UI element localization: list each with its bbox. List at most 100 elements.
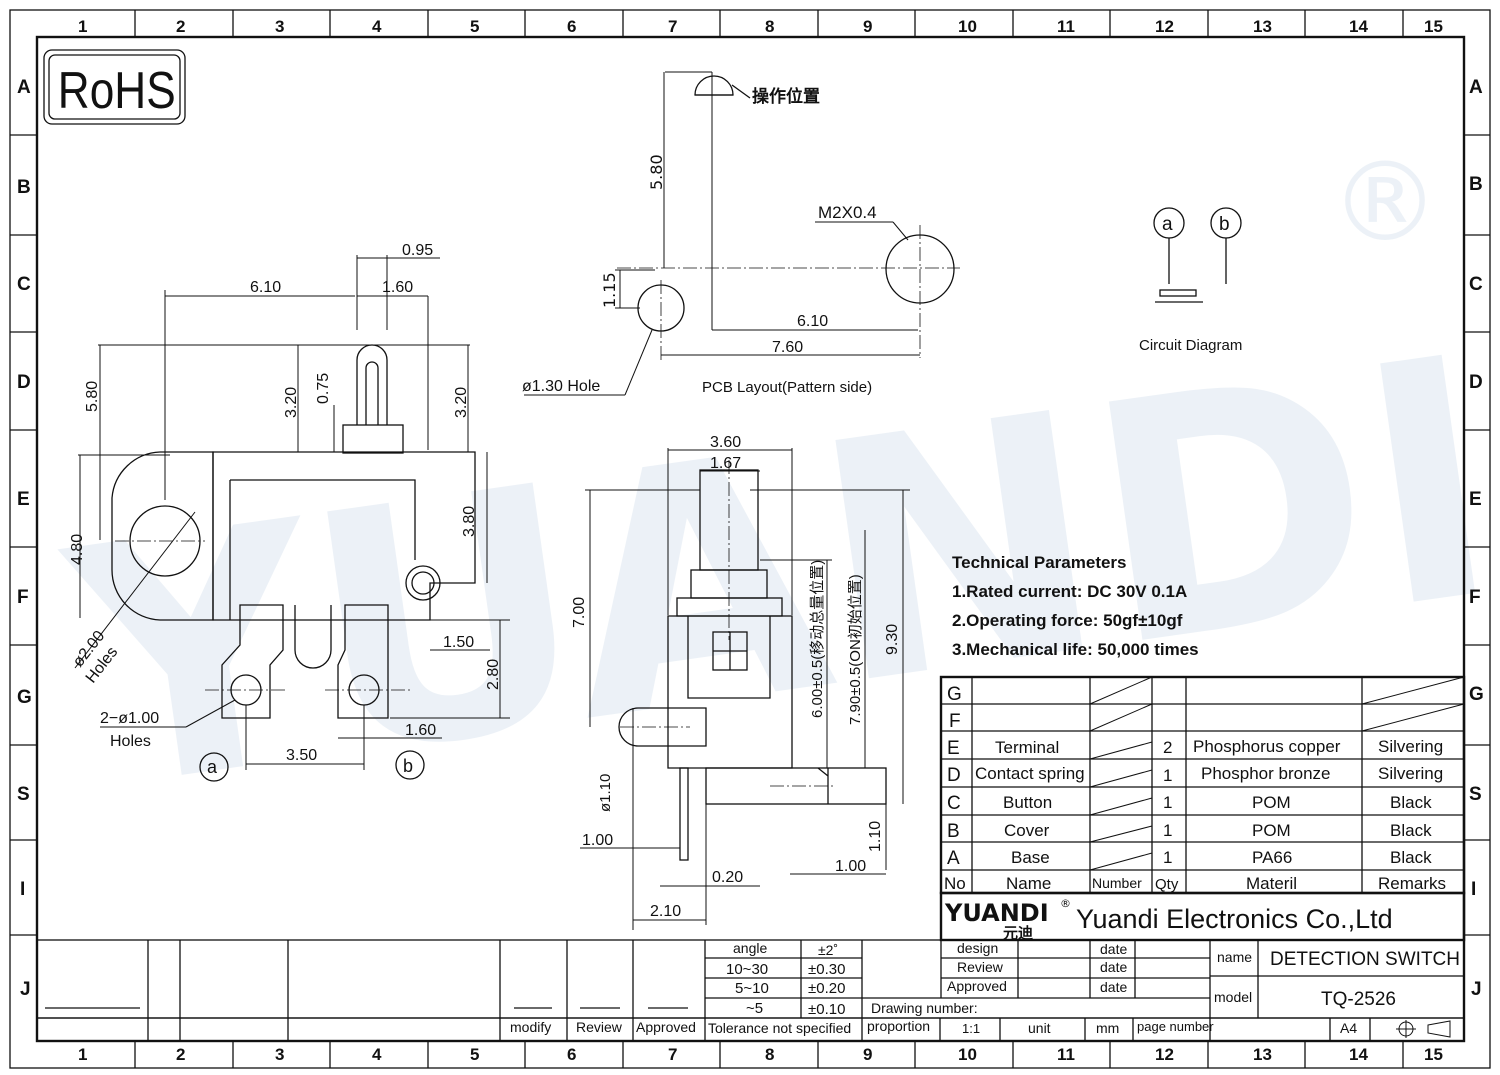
svg-text:proportion: proportion (867, 1018, 930, 1034)
svg-text:0.20: 0.20 (712, 869, 743, 886)
svg-text:5: 5 (470, 17, 479, 36)
svg-text:10: 10 (958, 1045, 977, 1064)
svg-text:2: 2 (1163, 738, 1172, 757)
svg-text:J: J (1471, 979, 1482, 1000)
svg-text:±0.20: ±0.20 (808, 980, 845, 997)
company-logo: YUANDI (944, 899, 1049, 927)
svg-text:13: 13 (1253, 17, 1272, 36)
svg-text:POM: POM (1252, 821, 1291, 840)
svg-text:angle: angle (733, 940, 767, 956)
svg-text:9: 9 (863, 17, 872, 36)
terminal-b-pin (337, 604, 389, 719)
svg-text:3.50: 3.50 (286, 747, 317, 764)
svg-text:3.60: 3.60 (710, 434, 741, 451)
bom-table: G F E Terminal 2 Phosphorus copper Silve… (939, 675, 1466, 895)
svg-text:2−ø1.00: 2−ø1.00 (100, 710, 159, 727)
svg-text:5: 5 (470, 1045, 479, 1064)
svg-text:15: 15 (1424, 17, 1443, 36)
inner-border (35, 35, 1466, 1043)
svg-text:Contact spring: Contact spring (975, 764, 1085, 783)
svg-text:Holes: Holes (110, 733, 151, 750)
svg-text:J: J (20, 979, 31, 1000)
svg-text:Approved: Approved (636, 1019, 696, 1035)
button-actuator (356, 344, 388, 425)
svg-text:TQ-2526: TQ-2526 (1321, 989, 1396, 1010)
svg-text:E: E (1469, 489, 1482, 510)
svg-text:Technical Parameters: Technical Parameters (952, 553, 1127, 572)
svg-text:F: F (1469, 587, 1481, 608)
svg-text:G: G (17, 687, 32, 708)
svg-text:1: 1 (78, 17, 87, 36)
svg-text:I: I (20, 879, 25, 900)
svg-text:1.00: 1.00 (582, 832, 613, 849)
svg-text:D: D (17, 372, 31, 393)
svg-text:13: 13 (1253, 1045, 1272, 1064)
svg-text:10: 10 (958, 17, 977, 36)
watermark: YUANDI ® (46, 138, 1500, 865)
svg-text:Circuit Diagram: Circuit Diagram (1139, 337, 1242, 354)
svg-text:D: D (947, 765, 961, 786)
svg-text:5~10: 5~10 (735, 980, 769, 997)
svg-text:2.80: 2.80 (485, 659, 502, 690)
svg-text:G: G (1469, 684, 1484, 705)
svg-text:B: B (1469, 174, 1483, 195)
svg-text:6.00±0.5(移动总量位置): 6.00±0.5(移动总量位置) (809, 560, 826, 718)
svg-text:8: 8 (765, 1045, 774, 1064)
svg-text:1.67: 1.67 (710, 455, 741, 472)
svg-text:4: 4 (372, 1045, 382, 1064)
svg-text:6: 6 (567, 17, 576, 36)
svg-text:±2˚: ±2˚ (818, 942, 838, 958)
terminal-a-pin (221, 604, 284, 719)
svg-text:B: B (947, 821, 960, 842)
svg-text:1: 1 (1163, 821, 1172, 840)
svg-text:A: A (1469, 77, 1483, 98)
svg-text:a: a (1162, 214, 1173, 235)
svg-text:~5: ~5 (746, 1000, 763, 1017)
svg-text:14: 14 (1349, 1045, 1368, 1064)
svg-text:E: E (17, 489, 30, 510)
svg-text:®: ® (1060, 897, 1071, 910)
svg-text:G: G (947, 684, 962, 705)
svg-text:Black: Black (1390, 848, 1432, 867)
svg-text:5.80: 5.80 (84, 381, 101, 412)
svg-text:6: 6 (567, 1045, 576, 1064)
svg-text:page number: page number (1137, 1019, 1214, 1034)
svg-text:unit: unit (1028, 1020, 1051, 1036)
svg-text:Number: Number (1092, 875, 1142, 891)
svg-text:Approved: Approved (947, 978, 1007, 994)
svg-text:Review: Review (957, 959, 1004, 975)
svg-text:date: date (1100, 979, 1127, 995)
svg-text:9: 9 (863, 1045, 872, 1064)
svg-text:3: 3 (275, 17, 284, 36)
svg-text:2.10: 2.10 (650, 903, 681, 920)
svg-text:12: 12 (1155, 1045, 1174, 1064)
svg-text:2: 2 (176, 1045, 185, 1064)
svg-text:±0.30: ±0.30 (808, 961, 845, 978)
company-name: Yuandi Electronics Co.,Ltd (1076, 904, 1393, 934)
row-labels: AB CD EF GS IJ AB CD EF GS IJ (17, 77, 1484, 1000)
svg-text:4: 4 (372, 17, 382, 36)
svg-text:0.75: 0.75 (315, 373, 332, 404)
circuit-diagram: a b Circuit Diagram (1139, 207, 1242, 354)
svg-text:mm: mm (1096, 1020, 1119, 1036)
svg-text:1.60: 1.60 (382, 279, 413, 296)
svg-text:0.95: 0.95 (402, 242, 433, 259)
svg-text:Silvering: Silvering (1378, 764, 1443, 783)
svg-text:PA66: PA66 (1252, 848, 1292, 867)
svg-text:1.10: 1.10 (867, 821, 884, 852)
svg-text:1.50: 1.50 (443, 634, 474, 651)
svg-text:3: 3 (275, 1045, 284, 1064)
svg-text:design: design (957, 940, 998, 956)
svg-text:A: A (947, 848, 960, 869)
svg-text:C: C (947, 793, 961, 814)
svg-text:Black: Black (1390, 793, 1432, 812)
svg-text:11: 11 (1057, 1045, 1075, 1064)
outer-border (9, 9, 1491, 1069)
svg-text:1: 1 (1163, 848, 1172, 867)
svg-text:12: 12 (1155, 17, 1174, 36)
svg-text:3.20: 3.20 (453, 387, 470, 418)
rohs-badge: RoHS (43, 49, 186, 125)
svg-text:Silvering: Silvering (1378, 737, 1443, 756)
svg-text:2.Operating force: 50gf±10gf: 2.Operating force: 50gf±10gf (952, 611, 1183, 630)
